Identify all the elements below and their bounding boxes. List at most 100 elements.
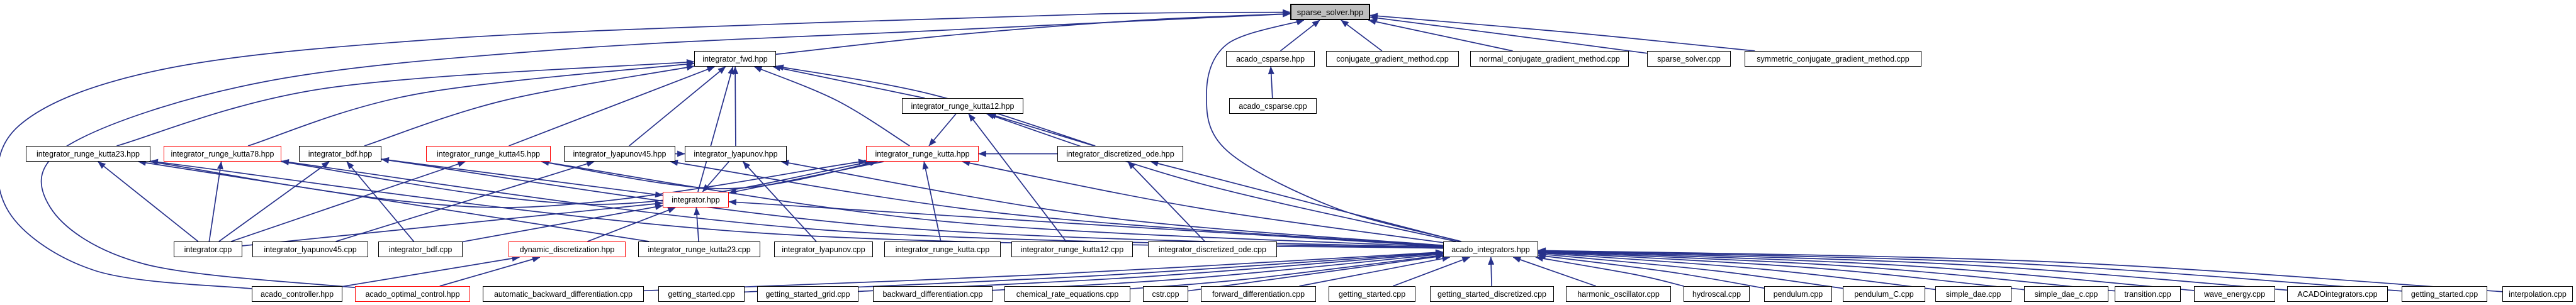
node-cstr_cpp[interactable]: cstr.cpp <box>1143 286 1188 302</box>
node-pendulum_C_cpp[interactable]: pendulum_C.cpp <box>1843 286 1925 302</box>
edge-integrator_runge_kutta12_hpp--integrator_fwd_hpp <box>772 65 925 99</box>
edge-integrator_runge_kutta_hpp--integrator_hpp <box>728 161 884 195</box>
edge-conjugate_gradient_method_cpp--sparse_solver_hpp <box>1341 19 1383 52</box>
node-integrator_runge_kutta_hpp[interactable]: integrator_runge_kutta.hpp <box>866 146 979 162</box>
node-getting_started_cpp_2[interactable]: getting_started.cpp <box>1329 286 1415 302</box>
edge-interpolation_cpp--acado_integrators_hpp <box>1538 247 2503 292</box>
node-dynamic_discretization_hpp[interactable]: dynamic_discretization.hpp <box>509 241 626 257</box>
edge-integrator_runge_kutta23_hpp--integrator_runge_kutta_hpp <box>149 158 867 208</box>
node-integrator_runge_kutta12_hpp[interactable]: integrator_runge_kutta12.hpp <box>902 98 1023 114</box>
edge-acado_csparse_cpp--acado_csparse_hpp <box>1268 66 1274 99</box>
node-integrator_fwd_hpp[interactable]: integrator_fwd.hpp <box>694 51 776 67</box>
node-acado_integrators_hpp[interactable]: acado_integrators.hpp <box>1443 241 1538 257</box>
edge-automatic_backward_differentiation_cpp--acado_integrators_hpp <box>643 249 1444 292</box>
node-ACADOintegrators_cpp[interactable]: ACADOintegrators.cpp <box>2287 286 2388 302</box>
node-acado_optimal_control_hpp[interactable]: acado_optimal_control.hpp <box>355 286 470 302</box>
node-interpolation_cpp[interactable]: interpolation.cpp <box>2502 286 2573 302</box>
node-integrator_runge_kutta23_hpp[interactable]: integrator_runge_kutta23.hpp <box>26 146 150 162</box>
node-integrator_lyapunov45_hpp[interactable]: integrator_lyapunov45.hpp <box>564 146 675 162</box>
node-pendulum_cpp[interactable]: pendulum.cpp <box>1764 286 1832 302</box>
node-integrator_runge_kutta_cpp[interactable]: integrator_runge_kutta.cpp <box>884 241 1001 257</box>
node-integrator_runge_kutta78_hpp[interactable]: integrator_runge_kutta78.hpp <box>164 146 281 162</box>
edge-integrator_runge_kutta45_hpp--integrator_fwd_hpp <box>509 66 716 147</box>
edge-simple_dae_c_cpp--acado_integrators_hpp <box>1538 249 2025 291</box>
node-conjugate_gradient_method_cpp[interactable]: conjugate_gradient_method.cpp <box>1326 51 1459 67</box>
edge-integrator_hpp--integrator_fwd_hpp <box>697 66 734 192</box>
node-integrator_lyapunov_cpp[interactable]: integrator_lyapunov.cpp <box>774 241 873 257</box>
edge-ACADOintegrators_cpp--acado_integrators_hpp <box>1538 248 2288 291</box>
edge-integrator_cpp--integrator_runge_kutta45_hpp <box>230 161 466 242</box>
edge-integrator_fwd_hpp--sparse_solver_hpp <box>775 11 1291 55</box>
node-integrator_discretized_ode_cpp[interactable]: integrator_discretized_ode.cpp <box>1148 241 1277 257</box>
node-integrator_hpp[interactable]: integrator.hpp <box>663 192 729 208</box>
node-integrator_bdf_cpp[interactable]: integrator_bdf.cpp <box>378 241 463 257</box>
edge-acado_integrators_hpp--sparse_solver_hpp <box>1206 19 1462 242</box>
node-integrator_lyapunov45_cpp[interactable]: integrator_lyapunov45.cpp <box>252 241 368 257</box>
edge-pendulum_cpp--acado_integrators_hpp <box>1538 253 1765 289</box>
edge-acado_csparse_hpp--sparse_solver_hpp <box>1280 19 1320 52</box>
edge-acado_controller_hpp--sparse_solver_hpp <box>0 9 1291 289</box>
edge-integrator_runge_kutta_cpp--integrator_runge_kutta_hpp <box>922 161 942 242</box>
node-automatic_backward_differentiation_cpp[interactable]: automatic_backward_differentiation.cpp <box>483 286 644 302</box>
node-backward_differentiation_cpp[interactable]: backward_differentiation.cpp <box>873 286 993 302</box>
edge-sparse_solver_cpp--sparse_solver_hpp <box>1370 14 1648 54</box>
edge-integrator_cpp--integrator_hpp <box>242 201 663 247</box>
node-acado_csparse_hpp[interactable]: acado_csparse.hpp <box>1226 51 1315 67</box>
node-getting_started_discretized_cpp[interactable]: getting_started_discretized.cpp <box>1430 286 1554 302</box>
edge-transition_cpp--acado_integrators_hpp <box>1538 248 2115 292</box>
node-sparse_solver_cpp[interactable]: sparse_solver.cpp <box>1647 51 1731 67</box>
node-acado_csparse_cpp[interactable]: acado_csparse.cpp <box>1229 98 1317 114</box>
node-normal_conjugate_gradient_method_cpp[interactable]: normal_conjugate_gradient_method.cpp <box>1470 51 1629 67</box>
edge-integrator_runge_kutta12_cpp--integrator_runge_kutta12_hpp <box>968 113 1067 242</box>
edge-integrator_cpp--integrator_runge_kutta23_hpp <box>98 161 199 242</box>
edge-integrator_bdf_cpp--integrator_bdf_hpp <box>346 161 415 242</box>
edge-symmetric_conjugate_gradient_method_cpp--sparse_solver_hpp <box>1370 13 1755 52</box>
node-acado_controller_hpp[interactable]: acado_controller.hpp <box>252 286 342 302</box>
node-getting_started_cpp_1[interactable]: getting_started.cpp <box>658 286 745 302</box>
node-integrator_cpp[interactable]: integrator.cpp <box>174 241 242 257</box>
edge-normal_conjugate_gradient_method_cpp--sparse_solver_hpp <box>1368 18 1513 52</box>
node-transition_cpp[interactable]: transition.cpp <box>2115 286 2181 302</box>
edge-integrator_lyapunov45_hpp--integrator_fwd_hpp <box>629 66 726 147</box>
edge-acado_integrators_hpp--integrator_runge_kutta45_hpp <box>541 159 1444 248</box>
edge-acado_integrators_hpp--integrator_lyapunov45_hpp <box>670 159 1444 247</box>
edge-integrator_runge_kutta23_cpp--integrator_runge_kutta23_hpp <box>138 159 650 242</box>
edge-harmonic_oscillator_cpp--acado_integrators_hpp <box>1512 257 1597 287</box>
edge-acado_integrators_hpp--integrator_runge_kutta12_hpp <box>986 113 1456 242</box>
edge-getting_started_cpp_2--acado_integrators_hpp <box>1392 257 1470 287</box>
edge-integrator_runge_kutta12_hpp--integrator_runge_kutta_hpp <box>928 113 957 147</box>
node-integrator_runge_kutta23_cpp[interactable]: integrator_runge_kutta23.cpp <box>638 241 760 257</box>
edge-getting_started_discretized_cpp--acado_integrators_hpp <box>1488 257 1495 287</box>
edge-hydroscal_cpp--acado_integrators_hpp <box>1535 255 1684 287</box>
node-wave_energy_cpp[interactable]: wave_energy.cpp <box>2194 286 2275 302</box>
edge-integrator_runge_kutta23_hpp--integrator_fwd_hpp <box>116 59 695 147</box>
node-sparse_solver_hpp[interactable]: sparse_solver.hpp <box>1290 4 1370 20</box>
edge-integrator_discretized_ode_hpp--integrator_runge_kutta12_hpp <box>988 113 1095 147</box>
edge-chemical_rate_equations_cpp--acado_integrators_hpp <box>1130 253 1444 290</box>
node-simple_dae_cpp[interactable]: simple_dae.cpp <box>1935 286 2011 302</box>
node-integrator_discretized_ode_hpp[interactable]: integrator_discretized_ode.hpp <box>1057 146 1183 162</box>
edge-acado_optimal_control_hpp--dynamic_discretization_hpp <box>439 256 541 287</box>
edge-dynamic_discretization_hpp--integrator_hpp <box>587 207 676 242</box>
node-symmetric_conjugate_gradient_method_cpp[interactable]: symmetric_conjugate_gradient_method.cpp <box>1745 51 1921 67</box>
node-forward_differentiation_cpp[interactable]: forward_differentiation.cpp <box>1201 286 1316 302</box>
edge-acado_integrators_hpp--integrator_runge_kutta_hpp <box>962 160 1444 243</box>
edge-integrator_bdf_hpp--integrator_fwd_hpp <box>364 64 695 147</box>
node-integrator_runge_kutta45_hpp[interactable]: integrator_runge_kutta45.hpp <box>426 146 551 162</box>
node-integrator_runge_kutta12_cpp[interactable]: integrator_runge_kutta12.cpp <box>1011 241 1133 257</box>
edge-integrator_lyapunov_hpp--integrator_fwd_hpp <box>732 66 739 147</box>
node-integrator_lyapunov_hpp[interactable]: integrator_lyapunov.hpp <box>685 146 787 162</box>
edge-cstr_cpp--acado_integrators_hpp <box>1188 253 1444 292</box>
edge-getting_started_cpp_3--acado_integrators_hpp <box>1538 247 2402 292</box>
edge-integrator_bdf_cpp--integrator_hpp <box>462 204 663 243</box>
node-getting_started_cpp_3[interactable]: getting_started.cpp <box>2402 286 2487 302</box>
edge-acado_integrators_hpp--integrator_runge_kutta78_hpp <box>281 158 1444 249</box>
node-integrator_bdf_hpp[interactable]: integrator_bdf.hpp <box>299 146 381 162</box>
node-chemical_rate_equations_cpp[interactable]: chemical_rate_equations.cpp <box>1004 286 1130 302</box>
node-hydroscal_cpp[interactable]: hydroscal.cpp <box>1684 286 1750 302</box>
edge-acado_integrators_hpp--integrator_hpp <box>728 199 1444 247</box>
node-harmonic_oscillator_cpp[interactable]: harmonic_oscillator.cpp <box>1566 286 1671 302</box>
node-simple_dae_c_cpp[interactable]: simple_dae_c.cpp <box>2024 286 2108 302</box>
node-getting_started_grid_cpp[interactable]: getting_started_grid.cpp <box>757 286 858 302</box>
